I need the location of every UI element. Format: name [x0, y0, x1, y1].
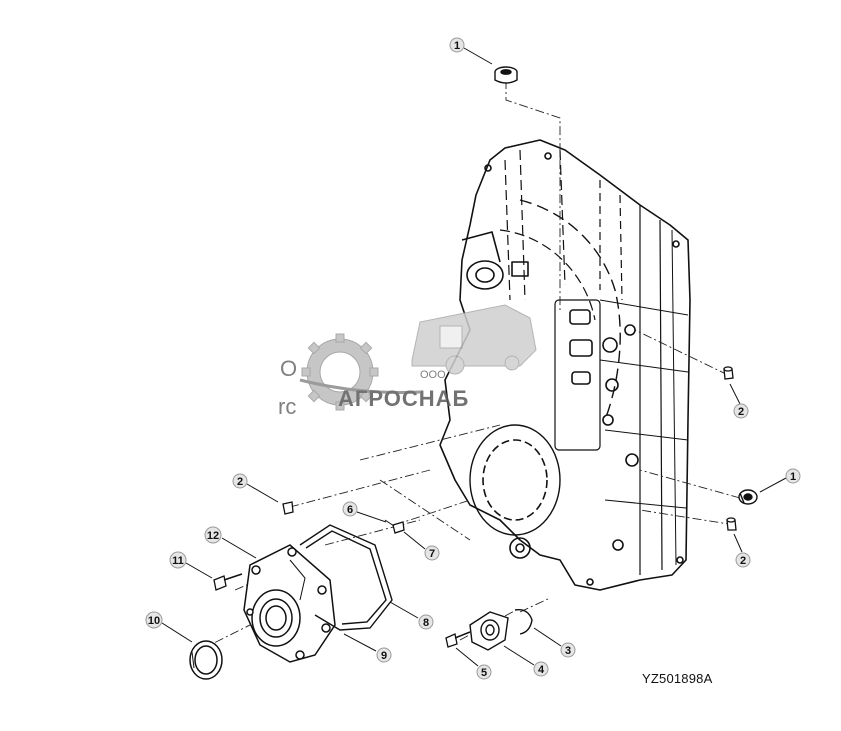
callout-12: 12	[204, 526, 257, 559]
bolt-part-5	[445, 631, 471, 648]
callout-label: 1	[790, 471, 796, 483]
callout-2-right-upper: 2	[729, 383, 749, 419]
watermark-prefix: ООО	[420, 369, 446, 381]
cover-plate-part-9	[243, 544, 336, 663]
callout-label: 9	[381, 650, 387, 662]
callout-label: 2	[237, 476, 243, 488]
harvester-icon	[411, 304, 537, 375]
callout-10: 10	[145, 611, 193, 643]
watermark-fragment-bottom: rc	[278, 394, 296, 419]
bolt-part-11	[213, 573, 243, 591]
callout-1-right: 1	[759, 468, 801, 493]
callout-8: 8	[389, 601, 434, 630]
flange-part-4	[469, 611, 509, 651]
callout-6: 6	[342, 501, 387, 523]
callout-label: 11	[172, 555, 184, 567]
callout-label: 12	[207, 530, 219, 542]
screw-part-2-left	[282, 501, 294, 515]
callout-label: 5	[481, 667, 487, 679]
callout-2-left: 2	[232, 473, 279, 503]
callouts: 1 2 1 2 2 6 7	[145, 37, 801, 680]
gear-icon	[301, 333, 379, 411]
callout-label: 6	[347, 504, 353, 516]
callout-1-top: 1	[449, 37, 493, 65]
callout-5: 5	[455, 647, 492, 680]
callout-4: 4	[503, 645, 549, 677]
callout-label: 4	[538, 664, 545, 676]
seal-ring-part-10	[189, 640, 223, 680]
callout-3: 3	[533, 627, 576, 658]
watermark-company-name: АГРОСНАБ	[338, 386, 469, 411]
screw-part-2-right-upper	[723, 366, 734, 380]
callout-label: 2	[740, 555, 746, 567]
callout-11: 11	[169, 551, 213, 579]
callout-label: 2	[738, 406, 744, 418]
callout-label: 7	[429, 548, 435, 560]
bolt-part-7	[384, 519, 405, 534]
ring-part-3	[514, 609, 533, 635]
callout-label: 1	[454, 40, 460, 52]
plug-part-1-top	[494, 66, 518, 84]
callout-9: 9	[343, 633, 392, 663]
callout-label: 10	[148, 615, 160, 627]
gasket-part-8	[299, 524, 393, 631]
watermark-fragment-top: О	[280, 356, 297, 381]
screw-part-2-right-lower	[726, 517, 737, 531]
watermark-logo: ООО АГРОСНАБ О rc	[278, 304, 537, 419]
plug-part-1-right	[738, 489, 758, 505]
callout-label: 8	[423, 617, 429, 629]
callout-2-right-lower: 2	[733, 533, 751, 568]
callout-7: 7	[403, 531, 440, 561]
figure-id: YZ501898A	[642, 671, 713, 686]
callout-label: 3	[565, 645, 571, 657]
